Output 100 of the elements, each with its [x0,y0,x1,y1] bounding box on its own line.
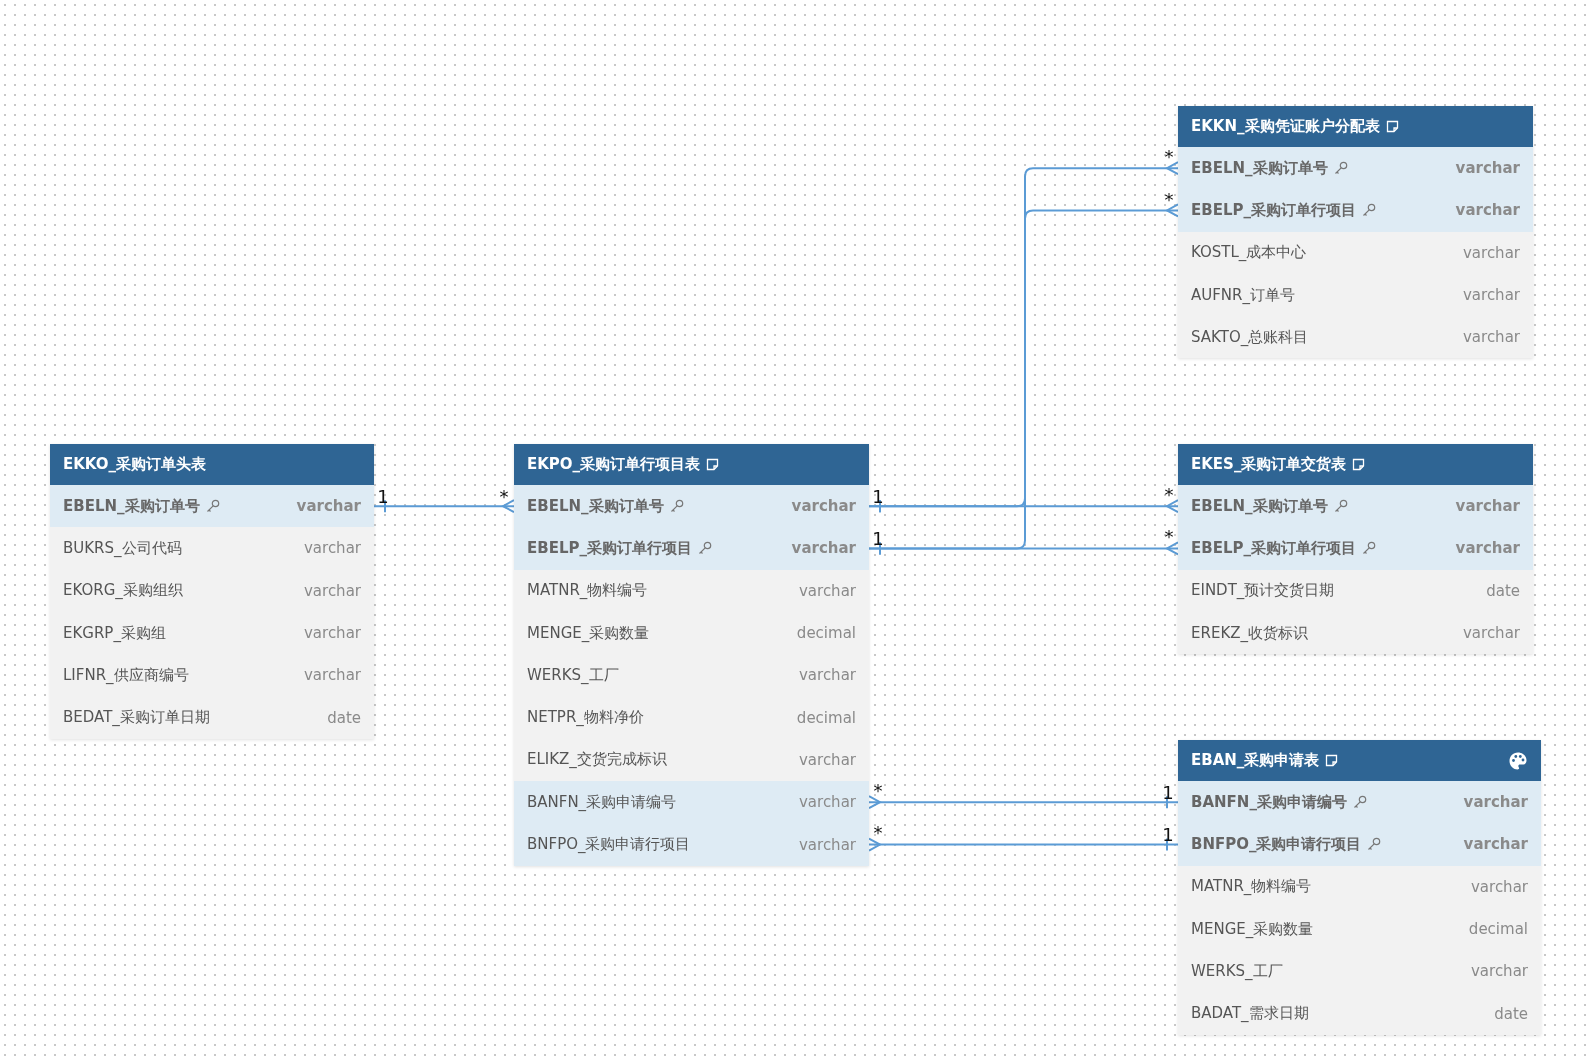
column-name: ELIKZ_交货完成标识 [527,750,667,770]
column-type: decimal [796,624,856,643]
column-type: date [1486,581,1520,600]
cardinality-label: * [499,488,509,506]
column-type: varchar [798,581,856,600]
table-card [50,444,374,739]
column-name: EBELN_采购订单号 [1191,496,1328,516]
column-type: varchar [791,497,856,516]
column-name: AUFNR_订单号 [1191,285,1295,305]
column-name: EBELN_采购订单号 [1191,158,1328,178]
relationship-line [868,795,1179,810]
table-row [1178,611,1533,655]
cardinality-label: 1 [1162,826,1174,844]
table-row [1178,147,1533,190]
table-row [1178,189,1533,232]
column-name: EREKZ_收货标识 [1191,623,1308,643]
table-title: EKKN_采购凭证账户分配表 [1191,117,1380,136]
column-name: BNFPO_采购申请行项目 [1191,834,1362,854]
column-name: EBELP_采购订单行项目 [527,538,692,558]
column-name: BANFN_采购申请编号 [1191,792,1347,812]
column-name: EKGRP_采购组 [63,623,166,643]
column-name: NETPR_物料净价 [527,708,644,728]
column-name: LIFNR_供应商编号 [63,665,189,685]
column-name: MATNR_物料编号 [527,581,648,601]
cardinality-label: * [873,782,883,800]
column-name: BNFPO_采购申请行项目 [527,835,691,854]
table-row [1178,527,1533,570]
cardinality-label: 1 [1162,784,1174,802]
column-name: EBELP_采购订单行项目 [1191,200,1356,220]
column-type: varchar [296,497,361,516]
relationship-line [868,541,1179,556]
table-title: EKPO_采购订单行项目表 [527,455,701,474]
column-type: varchar [1463,835,1528,854]
column-type: varchar [1455,497,1520,516]
table-row [514,527,869,570]
table-title: EKES_采购订单交货表 [1191,455,1347,474]
column-type: varchar [1455,159,1520,178]
column-type: date [1494,1004,1528,1023]
column-type: varchar [1455,201,1520,220]
table-card [514,444,869,866]
column-name: WERKS_工厂 [1191,961,1283,981]
column-name: EBELP_采购订单行项目 [1191,538,1356,558]
table-title: EKKO_采购订单头表 [63,455,207,474]
column-name: EINDT_预计交货日期 [1191,581,1335,601]
table-card [1178,740,1541,1035]
column-name: MATNR_物料编号 [1191,877,1312,897]
relationship-line [868,837,1179,852]
column-name: EKORG_采购组织 [63,581,183,601]
column-type: varchar [1462,243,1520,262]
cardinality-label: * [1164,191,1174,209]
column-type: varchar [1462,328,1520,347]
table-row [1178,781,1541,824]
column-type: varchar [798,750,856,769]
cardinality-label: 1 [872,488,884,506]
relationship-line [373,499,515,514]
table-row [514,823,869,866]
table-title: EBAN_采购申请表 [1191,751,1320,770]
table-row [514,781,869,824]
column-name: KOSTL_成本中心 [1191,243,1307,263]
relationship-line [868,499,1179,514]
column-type: varchar [791,539,856,558]
column-type: varchar [1470,962,1528,981]
column-type: varchar [303,581,361,600]
cardinality-label: 1 [377,488,389,506]
cardinality-label: * [1164,528,1174,546]
column-type: varchar [798,666,856,685]
table-row [1178,569,1533,612]
table-row [514,485,869,528]
column-name: BEDAT_采购订单日期 [63,708,210,728]
table-row [1178,231,1533,274]
table-row [1178,992,1541,1035]
table-row [50,696,374,739]
column-name: WERKS_工厂 [527,665,619,685]
column-name: BANFN_采购申请编号 [527,792,677,812]
column-type: varchar [1462,624,1520,643]
table-card [1178,444,1533,655]
column-name: BADAT_需求日期 [1191,1004,1309,1024]
column-type: varchar [1462,286,1520,305]
column-type: decimal [796,708,856,727]
cardinality-label: 1 [872,530,884,548]
table-row [514,569,869,612]
column-type: varchar [303,539,361,558]
column-type: date [327,708,361,727]
column-name: MENGE_采购数量 [527,623,650,643]
cardinality-label: * [873,824,883,842]
column-type: varchar [1463,793,1528,812]
column-type: varchar [303,624,361,643]
column-name: BUKRS_公司代码 [63,538,182,558]
column-type: varchar [1455,539,1520,558]
table-row [1178,485,1533,528]
column-type: varchar [303,666,361,685]
cardinality-label: * [1164,486,1174,504]
column-name: EBELN_采购订单号 [527,496,664,516]
table-card [1178,106,1533,359]
table-row [1178,865,1541,908]
column-type: decimal [1468,920,1528,939]
table-row [50,485,374,528]
table-row [514,738,869,782]
table-row [1178,316,1533,359]
column-name: MENGE_采购数量 [1191,919,1314,939]
